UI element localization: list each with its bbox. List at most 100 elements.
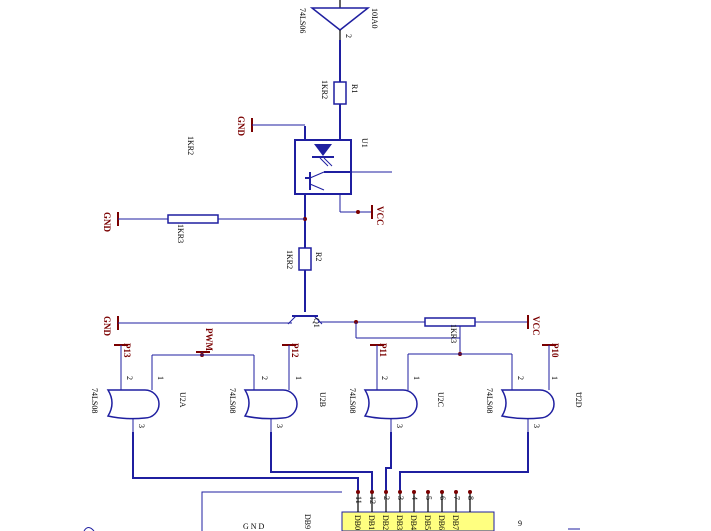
- and-gate-symbol: [363, 389, 418, 420]
- connector-pin-dot: [384, 490, 388, 494]
- connector-pin-dot: [412, 490, 416, 494]
- connector-pin-number: 5: [424, 496, 433, 500]
- gate2-pin-in1: 2: [260, 376, 269, 380]
- gate4-pin-out: 3: [532, 424, 541, 428]
- led-icon: [314, 144, 332, 156]
- connector-pin-dot: [356, 490, 360, 494]
- gnd-opto-label: GND: [236, 116, 246, 137]
- gate3-pin-out: 3: [395, 424, 404, 428]
- connector-left-lead: [201, 491, 342, 531]
- vcc-opto-label: VCC: [375, 206, 385, 226]
- gate-output-wires: [132, 432, 529, 492]
- connector-pin-name: DB1: [367, 515, 376, 530]
- and-gate-symbol: [106, 389, 160, 420]
- gnd-mid-label: GND: [102, 212, 112, 233]
- connector-ref: DB9: [303, 514, 312, 529]
- opto-side-label: 1KR2: [186, 136, 195, 155]
- gate2-pin-out: 3: [275, 424, 284, 428]
- pwm-label: PWM: [204, 328, 214, 351]
- connector-pin-number: 12: [368, 496, 377, 504]
- resistor-r1: 1KR2 R1: [320, 80, 359, 105]
- connector-body: [341, 511, 495, 531]
- gnd-low: GND: [102, 316, 292, 337]
- gate3-pin-in2: 1: [412, 376, 421, 380]
- gate3-ref: 74LS08: [348, 388, 357, 413]
- transistor-q1: Q1: [287, 315, 323, 328]
- connector-pin-number: 2: [382, 496, 391, 500]
- and-gate-symbol: [500, 389, 555, 420]
- and-gate-2: P12 74LS08 U2B 2 1 3: [228, 343, 327, 432]
- connector-pin-name: DB6: [437, 515, 446, 530]
- connector-pin-dot: [468, 490, 472, 494]
- q1-ref: Q1: [312, 318, 321, 328]
- resistor-r2: 1KR2 R2: [285, 247, 323, 271]
- p12-label: P12: [290, 343, 300, 358]
- connector-pin-name: DB3: [395, 515, 404, 530]
- p10-label: P10: [550, 343, 560, 358]
- gate1-pin-out: 3: [137, 424, 146, 428]
- buffer-triangle: [309, 7, 371, 31]
- gate4-pin-in2: 1: [550, 376, 559, 380]
- opto-body: [294, 139, 352, 195]
- resistor-r3: GND 1KR3: [102, 212, 305, 243]
- connector-pin-dot: [370, 490, 374, 494]
- connector-gnd-label: G N D: [243, 522, 265, 531]
- r3-value: 1KR3: [176, 224, 185, 243]
- and-gate-symbol: [243, 389, 298, 420]
- gate1-inst: U2A: [178, 392, 187, 408]
- r1-value: 1KR2: [320, 80, 329, 99]
- connector-pin-number: 3: [396, 496, 405, 500]
- opto-ref: U1: [360, 138, 369, 148]
- gate2-pin-in2: 1: [294, 376, 303, 380]
- buffer-pin: 2: [344, 34, 353, 38]
- r1-body: [333, 81, 347, 105]
- trailing-dots: ...: [578, 392, 587, 398]
- vcc-opto: VCC: [339, 194, 385, 226]
- connector-pin-number: 4: [410, 496, 419, 500]
- gate2-ref: 74LS08: [228, 388, 237, 413]
- pwm-net: PWM: [151, 328, 255, 390]
- gate1-pin-in2: 1: [156, 376, 165, 380]
- and-gate-3: P11 74LS08 U2C 2 1 3: [348, 343, 445, 432]
- connector-pin-name: DB4: [409, 515, 418, 530]
- gate3-pin-in1: 2: [380, 376, 389, 380]
- connector-pin-dot: [398, 490, 402, 494]
- connector-pin-number: 11: [354, 496, 363, 504]
- connector-pin-dot: [454, 490, 458, 494]
- gate4-ref: 74LS08: [485, 388, 494, 413]
- connector-pin-number: 7: [452, 496, 461, 500]
- p11-label: P11: [378, 343, 388, 358]
- connector-pin-number: 6: [438, 496, 447, 500]
- buffer-part: 10IA0: [370, 8, 379, 28]
- connector-pin-name: DB0: [353, 515, 362, 530]
- gate1-pin-in1: 2: [125, 376, 134, 380]
- potentiometer-r4: 1KR3 VCC: [424, 315, 541, 356]
- connector-pin-dot: [426, 490, 430, 494]
- r2-ref: R2: [314, 252, 323, 261]
- r1-ref: R1: [350, 84, 359, 93]
- r2-body: [298, 247, 312, 271]
- and-gate-4: P10 74LS08 U2D 2 1 3: [485, 343, 583, 432]
- connector-pin-name: DB7: [451, 515, 460, 530]
- r2-value: 1KR2: [285, 250, 294, 269]
- connector-pin-name: DB2: [381, 515, 390, 530]
- vcc-right-label: VCC: [531, 316, 541, 336]
- gate4-inst: U2D: [574, 392, 583, 408]
- p13-label: P13: [122, 343, 132, 358]
- corner-arc: [83, 527, 95, 531]
- light-arrow-icon: [319, 157, 329, 167]
- pot-value: 1KR3: [449, 324, 458, 343]
- buffer-ref: 74LS06: [298, 8, 307, 33]
- connector-pin-number: 8: [466, 496, 475, 500]
- connector-side-number: 9: [518, 519, 522, 528]
- and-gate-1: P13 74LS08 U2A 2 1 3: [90, 343, 187, 432]
- top-buffer: 74LS06 10IA0 2: [298, 0, 379, 40]
- gate1-ref: 74LS08: [90, 388, 99, 413]
- gnd-low-label: GND: [102, 316, 112, 337]
- connector-pin-dot: [440, 490, 444, 494]
- gnd-opto: GND: [236, 116, 305, 137]
- connector-pin-name: DB5: [423, 515, 432, 530]
- r3-body: [167, 214, 219, 224]
